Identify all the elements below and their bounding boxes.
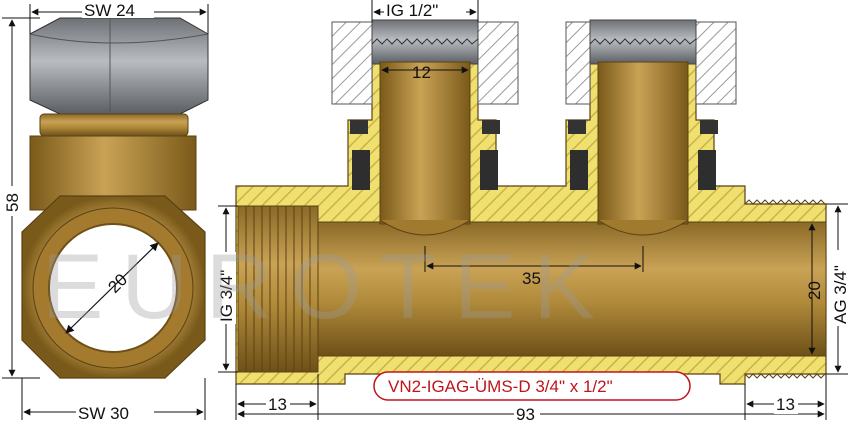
dim-height-label: 58 <box>3 193 22 212</box>
dim-ag-side-label: AG 3/4" <box>831 265 850 324</box>
dim-spacing-label: 35 <box>522 269 541 288</box>
dim-sw-bottom: SW 30 <box>21 378 206 423</box>
dim-bore-right: 20 <box>805 223 824 355</box>
hex-nut <box>29 17 209 115</box>
section-view <box>235 19 827 385</box>
outlet-2 <box>565 19 737 236</box>
dim-bore-right-label: 20 <box>805 281 824 300</box>
dim-outlet-bore-label: 12 <box>412 63 431 82</box>
side-view: 20 <box>21 17 209 379</box>
dim-ig-side-label: IG 3/4" <box>217 270 236 322</box>
outlet-1 <box>331 19 519 236</box>
dim-bottom: 13 93 13 <box>235 374 827 424</box>
dim-len-left: 13 <box>268 395 287 414</box>
dim-spacing: 35 <box>424 246 644 288</box>
dim-ig-side: IG 3/4" <box>216 205 238 373</box>
brass-collar <box>39 113 189 137</box>
part-code-box: VN2-IGAG-ÜMS-D 3/4" x 1/2" <box>373 371 691 401</box>
thread-lines <box>245 206 311 372</box>
brass-body <box>29 135 197 211</box>
dim-height: 58 <box>2 17 40 379</box>
dim-sw-bottom-label: SW 30 <box>78 404 129 423</box>
dim-len-total: 93 <box>516 405 535 424</box>
part-code: VN2-IGAG-ÜMS-D 3/4" x 1/2" <box>388 377 613 396</box>
dim-sw-top: SW 24 <box>29 0 209 34</box>
dim-ag-side: AG 3/4" <box>826 203 850 375</box>
male-thread <box>744 199 826 205</box>
dim-len-right: 13 <box>776 395 795 414</box>
watermark: EUROTEK <box>42 236 613 338</box>
dim-ig-top-label: IG 1/2" <box>386 1 438 20</box>
dim-ig-top: IG 1/2" <box>371 0 479 22</box>
dim-sw-top-label: SW 24 <box>84 1 135 20</box>
dim-outlet-bore: 12 <box>381 63 469 82</box>
